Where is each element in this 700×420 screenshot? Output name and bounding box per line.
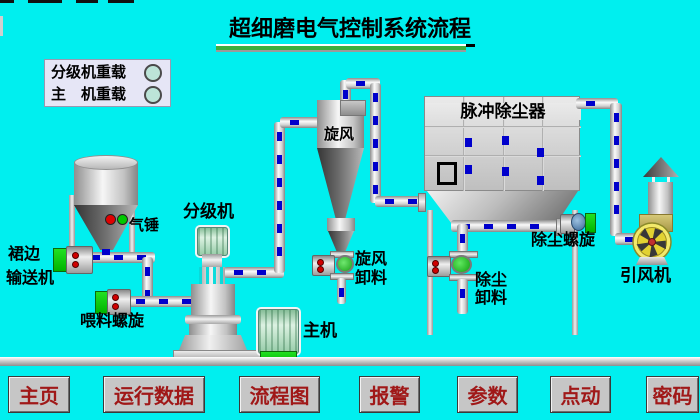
page-title: 超细磨电气控制系统流程 (224, 11, 476, 47)
hopper-leg (129, 195, 135, 253)
alarm-lamp-red (105, 214, 116, 225)
stack-cap-leg (652, 177, 655, 183)
left-edge-artifact (0, 16, 3, 36)
classifier-riser-pipe (274, 122, 285, 273)
feed-screw-label: 喂料螺旋 (80, 313, 145, 330)
collector-inlet-pipe (375, 196, 423, 207)
main-machine-overload-indicator (144, 86, 162, 104)
skirt-conveyor-label-line2: 输送机 (6, 270, 55, 287)
feeder-drop-pipe (142, 257, 153, 306)
cyclone-discharge-pipe (337, 278, 346, 304)
cyclone-discharge-label-line2: 卸料 (355, 270, 388, 287)
cyclone-cone (317, 148, 364, 219)
induced-draft-fan-label: 引风机 (620, 266, 671, 285)
cyclone-discharge-motor (312, 255, 335, 276)
main-machine-overload-label: 主 机重载 (51, 86, 127, 103)
classifier-motor (197, 227, 228, 256)
fan-inlet-riser (610, 103, 622, 236)
classifier-overload-indicator (144, 64, 162, 82)
mill-neck (202, 254, 222, 267)
stack-cap (643, 157, 679, 177)
dust-discharge-label-line2: 卸料 (475, 290, 508, 307)
collector-inlet-riser (370, 83, 381, 203)
top-edge-artifact (0, 0, 14, 3)
collector-outlet-pipe (576, 98, 618, 109)
collector-leg (572, 210, 578, 335)
air-hammer-label: 气锤 (129, 217, 160, 234)
ground-bar (0, 357, 700, 366)
stack-cap-leg (667, 177, 670, 183)
cyclone-inlet-pipe (280, 117, 322, 128)
top-edge-artifact (28, 0, 62, 3)
cyclone-discharge-valve (336, 255, 354, 273)
dust-discharge-motor (427, 256, 451, 277)
dust-screw-label: 除尘螺旋 (531, 232, 596, 249)
pulse-dust-collector-label: 脉冲除尘器 (425, 103, 581, 120)
fan-base (636, 257, 668, 265)
main-machine-motor (258, 309, 299, 354)
nav-button-alarm[interactable]: 报警 (359, 376, 420, 413)
mill-upper-body (191, 284, 235, 315)
mill-lower-body (189, 324, 237, 335)
mill-base-flare (179, 335, 247, 350)
nav-button-parameters[interactable]: 参数 (457, 376, 518, 413)
top-edge-artifact (76, 0, 98, 3)
skirt-conveyor-label-line1: 裙边 (8, 246, 41, 263)
feed-screw-pipe (126, 296, 196, 307)
collector-inlet-flange (418, 193, 426, 212)
dust-screw-motor-cap (571, 213, 586, 231)
classifier-outlet-pipe (224, 267, 284, 278)
collector-inspection-square (437, 162, 457, 185)
feed-screw-motor (107, 289, 131, 315)
collector-drop-pipe-upper (457, 224, 468, 252)
cyclone-discharge-label-line1: 旋风 (355, 251, 388, 268)
cyclone-inlet-scroll (340, 100, 366, 116)
nav-button-home[interactable]: 主页 (8, 376, 70, 413)
dust-discharge-valve (451, 255, 472, 274)
cyclone-lower-cone (328, 231, 354, 252)
skirt-conveyor-motor (66, 246, 93, 274)
nav-button-flow-chart[interactable]: 流程图 (239, 376, 320, 413)
dust-discharge-label-line1: 除尘 (475, 272, 508, 289)
cyclone-label: 旋风 (324, 126, 355, 143)
collector-drop-pipe-lower (457, 279, 468, 314)
mill-flange (185, 315, 241, 324)
cyclone-lower-cylinder (327, 218, 355, 231)
cyclone-outlet-pipe (346, 78, 380, 89)
dust-screw-indicator (585, 213, 596, 233)
nav-button-run-data[interactable]: 运行数据 (103, 376, 205, 413)
cyclone-top-stub (340, 80, 351, 104)
top-edge-artifact (108, 0, 134, 3)
mill-striped-section (199, 267, 225, 284)
nav-button-jog[interactable]: 点动 (550, 376, 611, 413)
collector-hopper (427, 191, 578, 223)
hopper-discharge-dash (102, 249, 110, 255)
classifier-label: 分级机 (183, 202, 234, 221)
fan-wheel (632, 222, 672, 262)
run-lamp-green (117, 214, 128, 225)
feed-hopper-top (74, 155, 138, 170)
pulse-dust-collector-box: 脉冲除尘器 (424, 96, 581, 192)
main-machine-label: 主机 (303, 321, 337, 340)
classifier-overload-label: 分级机重载 (51, 64, 127, 81)
hopper-leg (69, 195, 75, 253)
title-divider-bar (216, 44, 466, 52)
overload-status-panel: 分级机重载 主 机重载 (44, 59, 171, 107)
nav-button-password[interactable]: 密码 (646, 376, 699, 413)
